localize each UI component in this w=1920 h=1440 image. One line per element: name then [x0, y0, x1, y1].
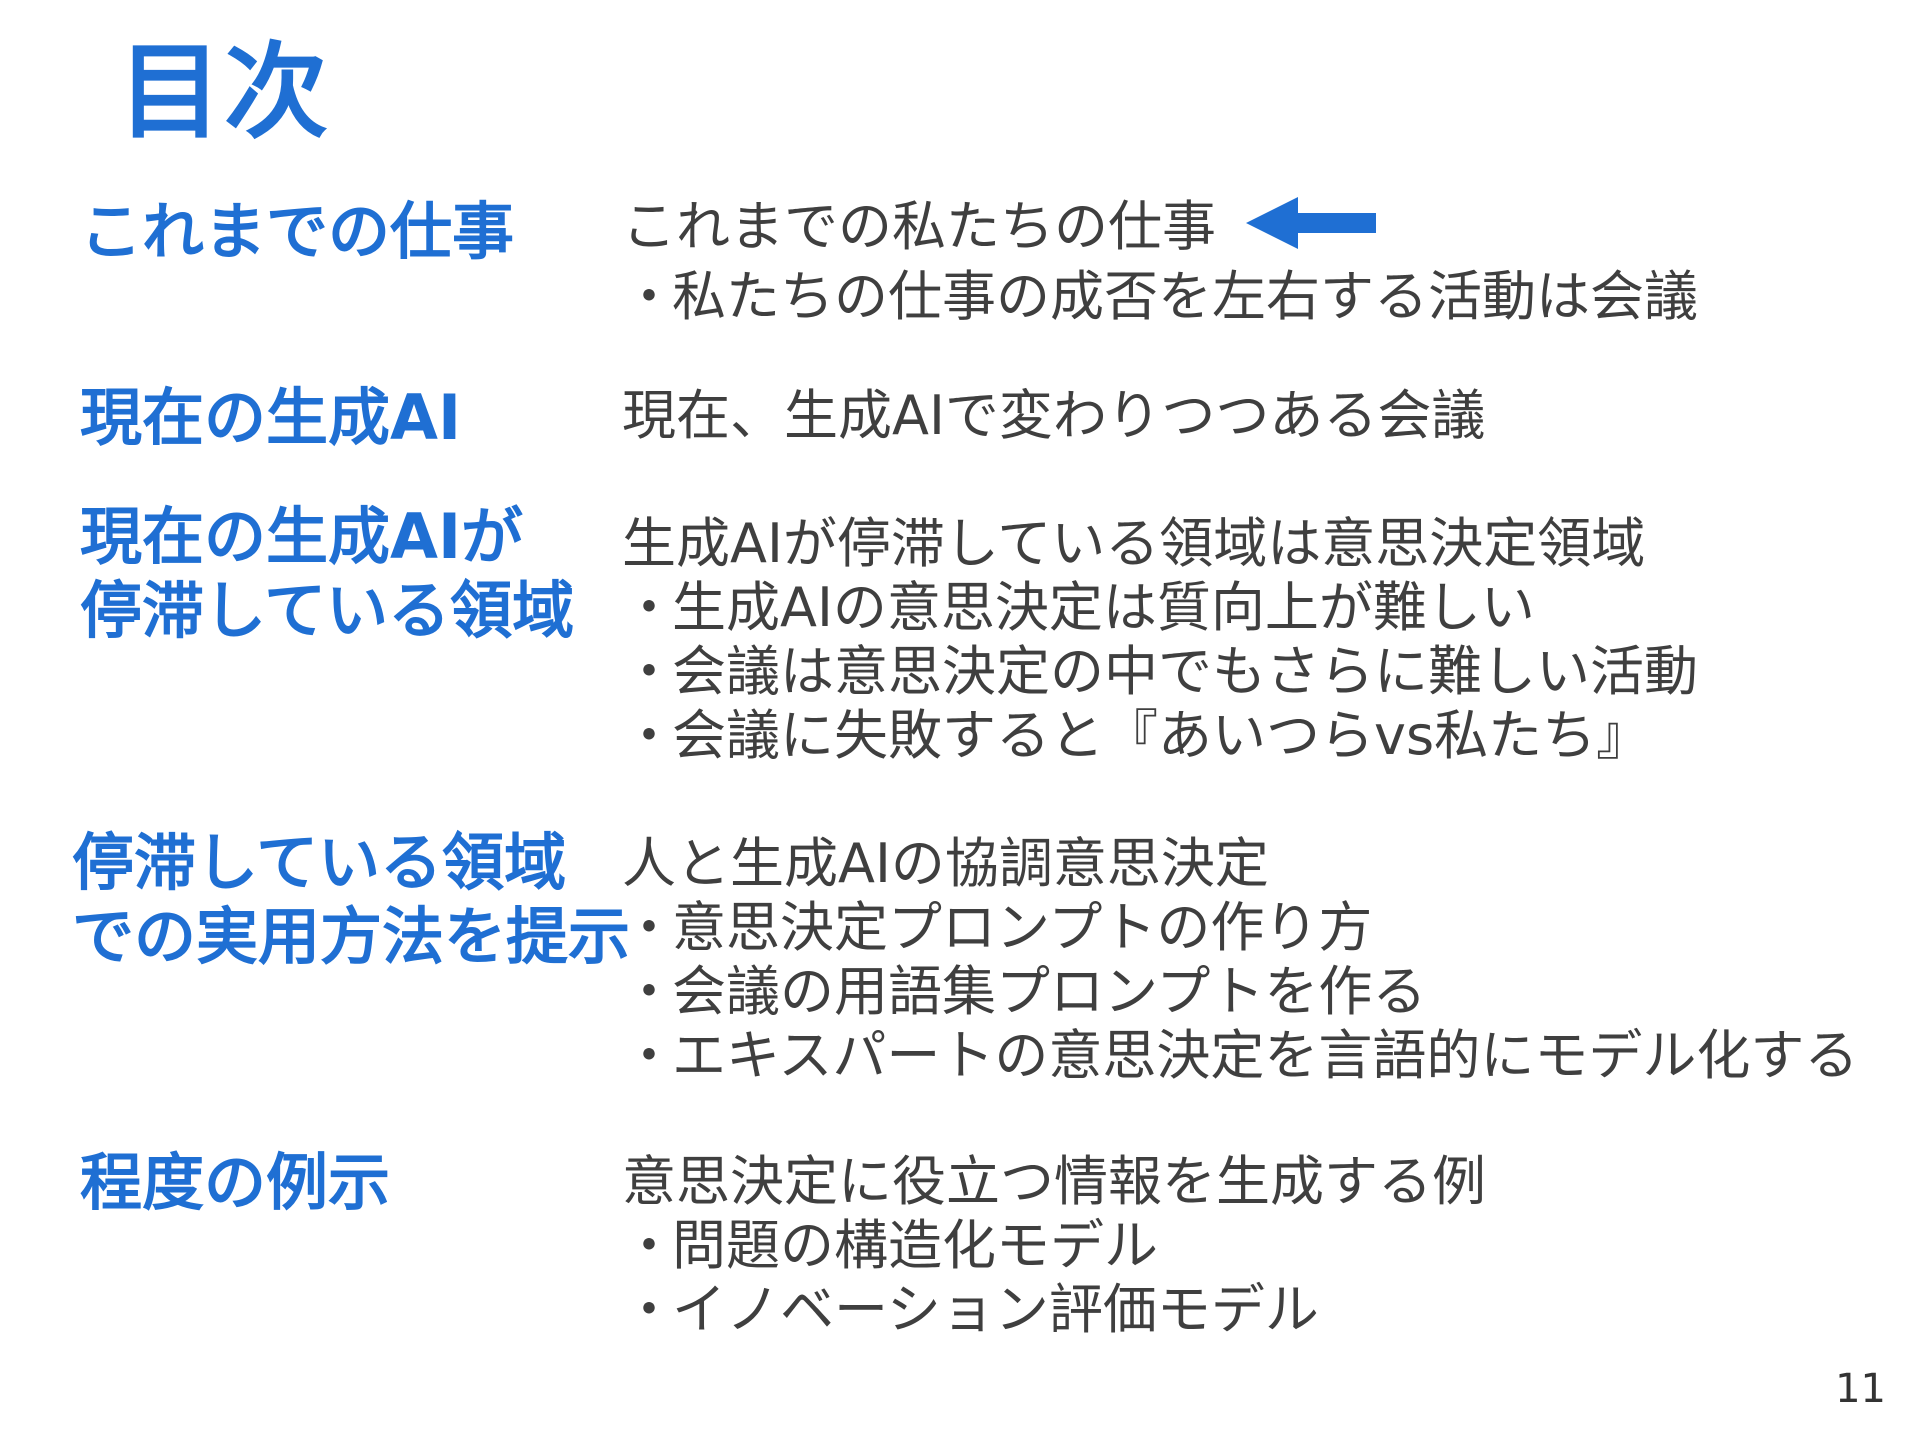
section-heading-1: これまでの仕事: [80, 195, 514, 269]
section-body-1: これまでの私たちの仕事 ・私たちの仕事の成否を左右する活動は会議: [622, 195, 1698, 329]
section-body-2: 現在、生成AIで変わりつつある会議: [622, 384, 1485, 448]
section-heading-line: 現在の生成AIが: [80, 500, 524, 573]
page-number: 11: [1835, 1366, 1886, 1412]
section-heading-line: 現在の生成AI: [80, 381, 462, 454]
section-body-3: 生成AIが停滞している領域は意思決定領域 ・生成AIの意思決定は質向上が難しい …: [622, 512, 1698, 768]
section-bullet: ・意思決定プロンプトの作り方: [622, 896, 1373, 959]
section-bullet: ・会議に失敗すると『あいつらvs私たち』: [622, 704, 1651, 767]
section-heading-line: 停滞している領域: [72, 826, 567, 899]
section-heading-line: これまでの仕事: [80, 195, 515, 268]
section-heading-2: 現在の生成AI: [80, 381, 461, 455]
section-bullet: ・会議の用語集プロンプトを作る: [622, 960, 1427, 1023]
section-bullet: ・イノベーション評価モデル: [622, 1278, 1319, 1341]
slide-title: 目次: [118, 31, 331, 153]
section-bullet: ・私たちの仕事の成否を左右する活動は会議: [622, 265, 1698, 329]
section-heading-5: 程度の例示: [80, 1146, 390, 1220]
section-body-4: 人と生成AIの協調意思決定 ・意思決定プロンプトの作り方 ・会議の用語集プロンプ…: [622, 832, 1858, 1088]
section-heading-line: 程度の例示: [80, 1146, 391, 1219]
section-lead: 生成AIが停滞している領域は意思決定領域: [622, 512, 1646, 575]
section-bullet: ・会議は意思決定の中でもさらに難しい活動: [622, 640, 1698, 703]
section-bullet: ・問題の構造化モデル: [622, 1214, 1158, 1277]
section-heading-line: 停滞している領域: [80, 574, 575, 647]
section-heading-line: での実用方法を提示: [72, 900, 631, 973]
section-bullet: ・エキスパートの意思決定を言語的にモデル化する: [622, 1024, 1859, 1087]
section-body-5: 意思決定に役立つ情報を生成する例 ・問題の構造化モデル ・イノベーション評価モデ…: [622, 1150, 1486, 1342]
section-heading-4: 停滞している領域 での実用方法を提示: [72, 826, 630, 974]
section-lead: 意思決定に役立つ情報を生成する例: [622, 1150, 1486, 1213]
section-bullet: ・生成AIの意思決定は質向上が難しい: [622, 576, 1535, 639]
section-heading-3: 現在の生成AIが 停滞している領域: [80, 500, 574, 648]
section-lead: 人と生成AIの協調意思決定: [622, 832, 1269, 895]
section-lead: 現在、生成AIで変わりつつある会議: [622, 384, 1486, 447]
arrow-left-icon: [1246, 195, 1376, 265]
section-lead: これまでの私たちの仕事: [622, 195, 1698, 265]
